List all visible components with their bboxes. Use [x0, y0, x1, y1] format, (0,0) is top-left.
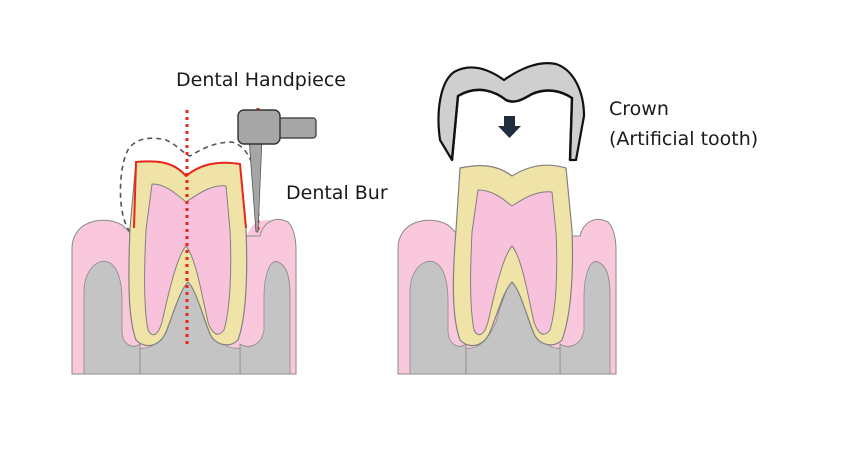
left-bone [83, 260, 141, 375]
dental-handpiece-icon [237, 109, 317, 233]
crown-cap [437, 62, 586, 162]
right-bone [409, 260, 467, 375]
bur-shaft [248, 137, 263, 233]
left-original-outline [119, 137, 257, 233]
right-tooth-group [397, 62, 617, 375]
left-bone-right [239, 261, 291, 375]
label-artificial-tooth: (Artificial tooth) [609, 128, 759, 150]
crown-inner-edge [450, 88, 574, 161]
arrow-down-icon [498, 116, 521, 138]
label-crown: Crown [609, 98, 669, 120]
label-dental-bur: Dental Bur [286, 182, 388, 204]
handpiece-head [237, 109, 281, 145]
left-pulp [144, 183, 232, 336]
handpiece-neck [277, 117, 317, 139]
right-bone-right [559, 261, 611, 375]
label-dental-handpiece: Dental Handpiece [176, 69, 346, 91]
right-pulp [470, 189, 558, 336]
left-tooth-group [71, 108, 317, 375]
